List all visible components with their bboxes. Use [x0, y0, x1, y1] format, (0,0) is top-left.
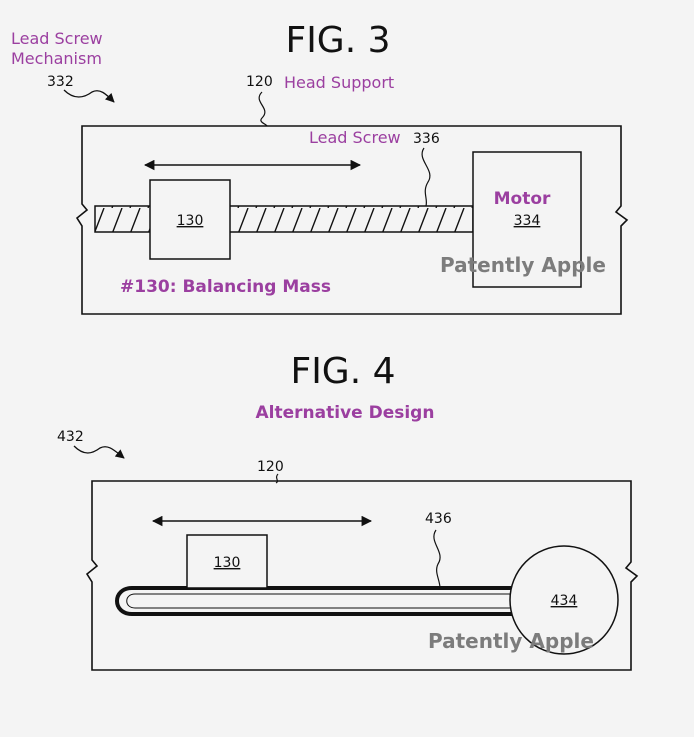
ref-432: 432 [57, 429, 84, 445]
ref-434: 434 [551, 593, 578, 609]
fig4-ref-120-leader [275, 473, 279, 484]
fig4-ref-130: 130 [214, 555, 241, 571]
fig3-ref-130: 130 [177, 213, 204, 229]
lead-screw-mechanism-callout: Lead Screw Mechanism [11, 29, 108, 68]
alternative-design-callout: Alternative Design [256, 403, 435, 423]
balancing-mass-callout: #130: Balancing Mass [120, 277, 331, 297]
fig4-watermark: Patently Apple [428, 629, 594, 653]
fig4-belt-inner [126, 593, 560, 609]
lead-screw-mechanism-line2: Mechanism [11, 49, 102, 68]
ref-336: 336 [413, 131, 440, 147]
fig3-motor-box [472, 151, 582, 288]
fig3-ref-120-leader [258, 91, 268, 127]
lead-screw-mechanism-line1: Lead Screw [11, 29, 103, 48]
fig3-watermark: Patently Apple [440, 253, 606, 277]
ref-332: 332 [47, 74, 74, 90]
ref-336-leader [421, 147, 431, 207]
fig3-head-support-housing [75, 125, 629, 315]
fig4-pulley-motor-circle [509, 545, 619, 655]
motor-label: Motor [494, 189, 551, 209]
fig3-balancing-mass-box [149, 179, 231, 260]
fig4-ref-120: 120 [257, 459, 284, 475]
ref-436: 436 [425, 511, 452, 527]
fig4-head-support-housing [85, 480, 639, 671]
ref-432-arrow [73, 445, 125, 459]
ref-332-arrow [63, 89, 115, 103]
fig4-balancing-mass-box [186, 534, 268, 589]
fig3-title: FIG. 3 [285, 20, 390, 61]
ref-334: 334 [514, 213, 541, 229]
fig4-belt-track [115, 586, 560, 616]
ref-436-leader [433, 529, 441, 589]
head-support-callout: Head Support [284, 73, 394, 92]
lead-screw-callout: Lead Screw [309, 128, 401, 147]
fig3-ref-120: 120 [246, 74, 273, 90]
fig4-title: FIG. 4 [290, 351, 395, 392]
